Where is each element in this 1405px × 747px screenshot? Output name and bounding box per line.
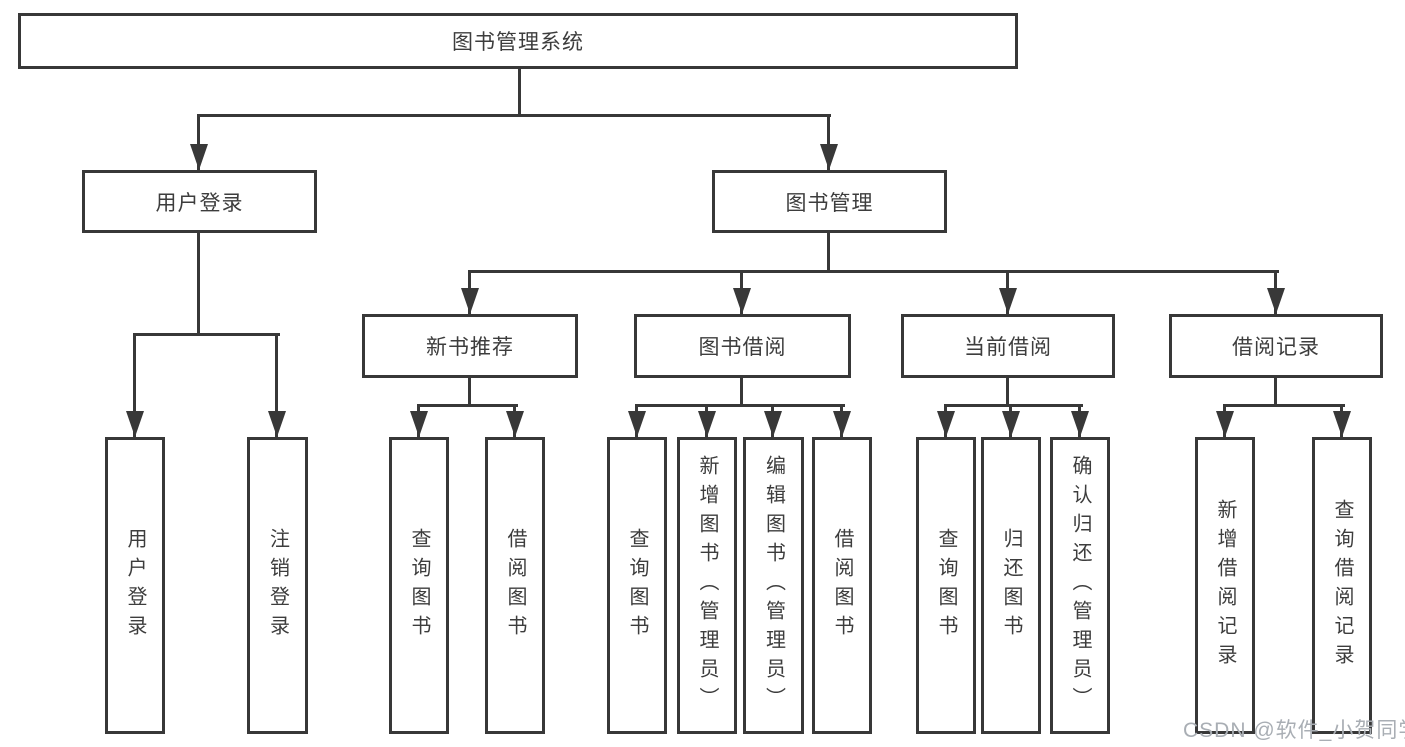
node-root: 图书管理系统: [18, 13, 1018, 69]
node-label: 查询图书: [935, 527, 957, 644]
node-label: 借阅图书: [831, 527, 853, 644]
node-book-management: 图书管理: [712, 170, 947, 233]
connector-line: [827, 233, 830, 272]
node-label: 图书借阅: [698, 336, 787, 359]
node-book-borrowing: 图书借阅: [634, 314, 851, 378]
node-label: 注销登录: [266, 527, 289, 644]
leaf-query-books-recommend: 查询图书: [389, 437, 449, 734]
arrow-down-icon: [268, 411, 286, 437]
arrow-down-icon: [999, 288, 1017, 314]
leaf-query-borrow-record: 查询借阅记录: [1312, 437, 1372, 734]
connector-line: [740, 378, 743, 406]
arrow-down-icon: [764, 411, 782, 437]
connector-line: [944, 404, 1083, 407]
arrow-down-icon: [506, 411, 524, 437]
node-label: 新书推荐: [426, 336, 514, 359]
arrow-down-icon: [410, 411, 428, 437]
connector-line: [1006, 378, 1009, 406]
connector-line: [275, 335, 278, 437]
node-borrowing-records: 借阅记录: [1169, 314, 1383, 378]
node-label: 归还图书: [1000, 527, 1022, 644]
leaf-borrow-books-recommend: 借阅图书: [485, 437, 545, 734]
node-label: 借阅记录: [1232, 336, 1320, 359]
arrow-down-icon: [190, 144, 208, 170]
connector-line: [1274, 378, 1277, 406]
node-label: 确认归还（管理员）: [1069, 455, 1091, 716]
node-current-borrowing: 当前借阅: [901, 314, 1115, 378]
arrow-down-icon: [461, 288, 479, 314]
arrow-down-icon: [698, 411, 716, 437]
connector-line: [635, 404, 845, 407]
arrow-down-icon: [1002, 411, 1020, 437]
connector-line: [197, 114, 831, 117]
node-label: 用户登录: [124, 527, 146, 644]
leaf-add-books-admin: 新增图书（管理员）: [677, 437, 737, 734]
node-label: 新增借阅记录: [1214, 498, 1236, 673]
node-label: 查询借阅记录: [1331, 498, 1353, 673]
connector-line: [133, 335, 136, 437]
leaf-logout: 注销登录: [247, 437, 308, 734]
arrow-down-icon: [628, 411, 646, 437]
connector-line: [197, 116, 200, 170]
leaf-add-borrow-record: 新增借阅记录: [1195, 437, 1255, 734]
node-label: 用户登录: [155, 191, 244, 215]
leaf-user-login: 用户登录: [105, 437, 165, 734]
connector-line: [417, 404, 518, 407]
connector-line: [518, 69, 521, 116]
arrow-down-icon: [733, 288, 751, 314]
node-label: 当前借阅: [964, 336, 1052, 359]
leaf-confirm-return-admin: 确认归还（管理员）: [1050, 437, 1110, 734]
connector-line: [468, 378, 471, 406]
connector-line: [1223, 404, 1345, 407]
node-user-login: 用户登录: [82, 170, 317, 233]
leaf-borrow-books: 借阅图书: [812, 437, 872, 734]
node-label: 查询图书: [408, 527, 430, 644]
arrow-down-icon: [820, 144, 838, 170]
leaf-edit-books-admin: 编辑图书（管理员）: [743, 437, 804, 734]
node-new-book-recommend: 新书推荐: [362, 314, 578, 378]
arrow-down-icon: [1071, 411, 1089, 437]
csdn-watermark: CSDN @软件_小贺同学: [1183, 719, 1405, 742]
leaf-return-books: 归还图书: [981, 437, 1041, 734]
node-label: 新增图书（管理员）: [696, 455, 718, 716]
connector-line: [133, 333, 280, 336]
node-label: 图书管理系统: [452, 31, 584, 54]
arrow-down-icon: [1267, 288, 1285, 314]
leaf-query-books-borrowing: 查询图书: [607, 437, 667, 734]
connector-line: [468, 270, 1279, 273]
arrow-down-icon: [937, 411, 955, 437]
node-label: 借阅图书: [504, 527, 526, 644]
arrow-down-icon: [1333, 411, 1351, 437]
arrow-down-icon: [126, 411, 144, 437]
connector-line: [197, 233, 200, 335]
node-label: 查询图书: [626, 527, 648, 644]
leaf-query-books-current: 查询图书: [916, 437, 976, 734]
node-label: 图书管理: [785, 191, 874, 215]
connector-line: [827, 116, 830, 170]
node-label: 编辑图书（管理员）: [762, 455, 785, 716]
arrow-down-icon: [1216, 411, 1234, 437]
arrow-down-icon: [833, 411, 851, 437]
